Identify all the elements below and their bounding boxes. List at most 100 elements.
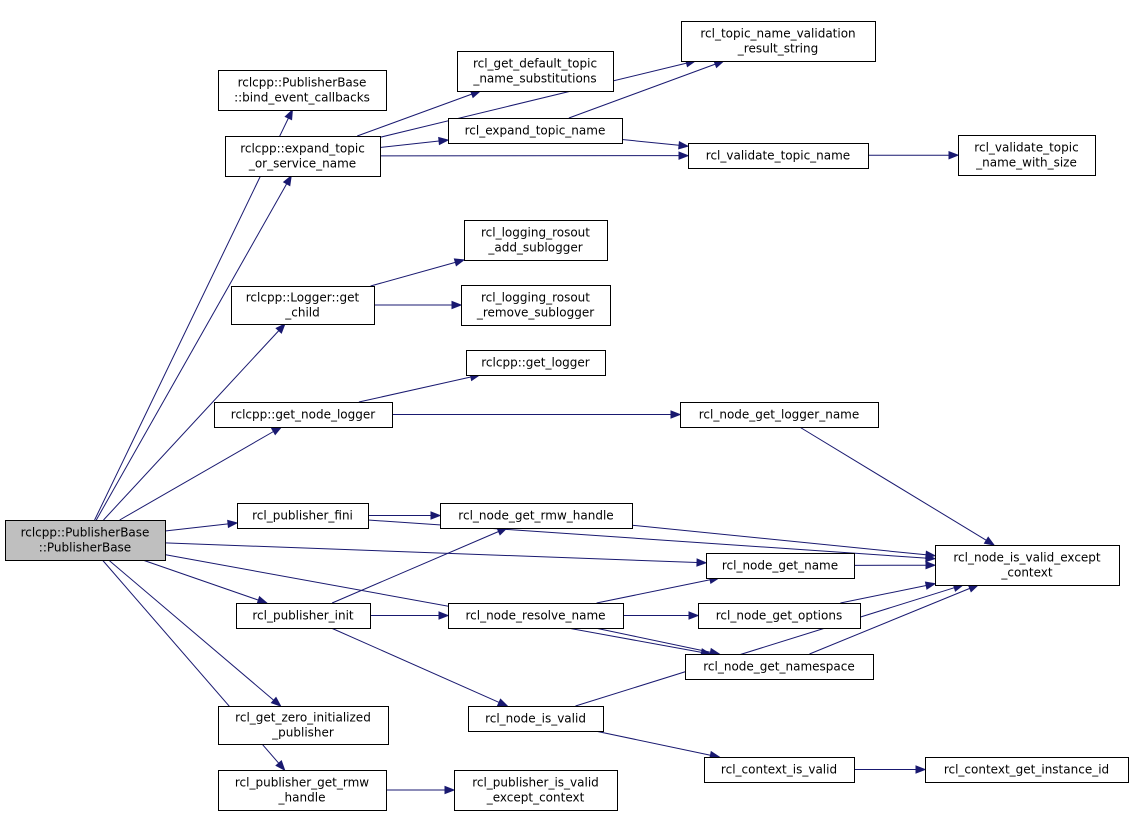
arrowhead-icon: [275, 760, 286, 772]
node-get-node-logger[interactable]: rclcpp::get_node_logger: [214, 402, 393, 428]
node-rcl-node-resolve-name[interactable]: rcl_node_resolve_name: [448, 603, 624, 629]
node-label: rcl_node_get_name: [722, 559, 838, 573]
node-expand-topic-or-service-name[interactable]: rclcpp::expand_topic_or_service_name: [225, 136, 381, 177]
edge-line: [103, 330, 280, 521]
edge-get-node-logger-to-rclcpp-get-logger: [358, 372, 481, 403]
node-rcl-context-is-valid[interactable]: rcl_context_is_valid: [704, 757, 855, 783]
node-rcl-publisher-is-valid-except-context[interactable]: rcl_publisher_is_valid_except_context: [454, 770, 618, 811]
edge-line: [142, 559, 259, 601]
node-rcl-logging-rosout-remove-sublogger[interactable]: rcl_logging_rosout_remove_sublogger: [461, 285, 611, 326]
node-rcl-publisher-get-rmw-handle[interactable]: rcl_publisher_get_rmw_handle: [218, 770, 387, 811]
node-label: rcl_logging_rosout: [481, 226, 590, 240]
edge-rcl-node-is-valid-to-rcl-node-is-valid-except-context: [575, 583, 965, 707]
node-label: rcl_node_is_valid: [485, 712, 586, 726]
node-label: rcl_publisher_init: [252, 609, 354, 623]
node-rcl-node-get-namespace[interactable]: rcl_node_get_namespace: [685, 654, 874, 680]
node-box: [448, 118, 623, 144]
node-rcl-node-is-valid[interactable]: rcl_node_is_valid: [468, 706, 604, 732]
arrowhead-icon: [678, 141, 690, 150]
node-label: rcl_publisher_fini: [252, 509, 353, 523]
edge-rcl-expand-topic-name-to-rcl-validate-topic-name: [621, 139, 690, 150]
node-label: rcl_node_resolve_name: [465, 609, 605, 623]
arrowhead-icon: [438, 136, 450, 146]
node-box: [454, 770, 618, 811]
node-rcl-context-get-instance-id[interactable]: rcl_context_get_instance_id: [925, 757, 1129, 783]
node-rcl-node-get-name[interactable]: rcl_node_get_name: [706, 553, 855, 579]
node-rcl-logging-rosout-add-sublogger[interactable]: rcl_logging_rosout_add_sublogger: [464, 220, 608, 261]
edge-rcl-context-is-valid-to-rcl-context-get-instance-id: [854, 765, 927, 774]
arrowhead-icon: [282, 174, 292, 187]
arrowhead-icon: [925, 560, 937, 570]
node-rclcpp-get-logger[interactable]: rclcpp::get_logger: [466, 350, 606, 376]
node-label: _result_string: [737, 42, 818, 56]
edge-line: [330, 627, 500, 703]
node-rcl-node-get-rmw-handle[interactable]: rcl_node_get_rmw_handle: [440, 503, 633, 529]
node-rcl-get-zero-initialized-publisher[interactable]: rcl_get_zero_initialized_publisher: [218, 706, 389, 745]
node-box: [214, 402, 393, 428]
arrowhead-icon: [453, 258, 466, 267]
edge-line: [575, 587, 955, 707]
node-box: [704, 757, 855, 783]
node-label: _child: [284, 306, 320, 320]
edge-line: [108, 559, 275, 701]
edge-line: [164, 554, 702, 653]
node-rcl-publisher-init[interactable]: rcl_publisher_init: [236, 603, 371, 629]
edge-rcl-node-resolve-name-to-rcl-node-get-name: [596, 575, 721, 604]
node-label: _handle: [278, 791, 326, 805]
node-label: _context: [1000, 566, 1053, 580]
node-label: rcl_publisher_get_rmw: [235, 776, 369, 790]
node-label: rcl_expand_topic_name: [465, 124, 606, 138]
node-label: rcl_get_zero_initialized: [235, 711, 371, 725]
node-rcl-node-get-options[interactable]: rcl_node_get_options: [698, 603, 861, 629]
node-bind-event-callbacks[interactable]: rclcpp::PublisherBase::bind_event_callba…: [218, 70, 387, 111]
node-rcl-validate-topic-name[interactable]: rcl_validate_topic_name: [688, 143, 869, 169]
node-rcl-node-is-valid-except-context[interactable]: rcl_node_is_valid_except_context: [935, 545, 1120, 586]
edge-line: [357, 93, 472, 137]
node-box: [685, 654, 874, 680]
node-label: rcl_node_get_rmw_handle: [458, 509, 613, 523]
node-rcl-topic-name-validation-result-string[interactable]: rcl_topic_name_validation_result_string: [681, 21, 876, 62]
node-rcl-get-default-topic-name-substitutions[interactable]: rcl_get_default_topic_name_substitutions: [457, 51, 614, 92]
arrowhead-icon: [444, 785, 456, 795]
node-label: _name_with_size: [975, 156, 1077, 170]
node-box: [706, 553, 855, 579]
node-box: [925, 757, 1129, 783]
node-box: [935, 545, 1120, 586]
node-box: [457, 51, 614, 92]
node-label: rcl_topic_name_validation: [700, 27, 855, 41]
arrowhead-icon: [270, 696, 282, 707]
edge-get-node-logger-to-rcl-node-get-logger-name: [392, 410, 682, 419]
node-box: [448, 603, 624, 629]
arrowhead-icon: [925, 550, 937, 559]
node-rcl-publisher-fini[interactable]: rcl_publisher_fini: [237, 503, 369, 529]
arrowhead-icon: [915, 765, 927, 774]
node-box: [461, 285, 611, 326]
node-logger-get-child[interactable]: rclcpp::Logger::get_child: [231, 286, 375, 325]
edge-root-to-logger-get-child: [103, 322, 286, 521]
node-rcl-expand-topic-name[interactable]: rcl_expand_topic_name: [448, 118, 623, 144]
edge-line: [164, 523, 229, 532]
edge-rcl-node-get-options-to-rcl-node-is-valid-except-context: [840, 581, 937, 604]
node-rcl-validate-topic-name-with-size[interactable]: rcl_validate_topic_name_with_size: [958, 135, 1096, 176]
node-label: _name_substitutions: [472, 72, 596, 86]
node-box: [468, 706, 604, 732]
edge-line: [94, 117, 289, 521]
arrowhead-icon: [983, 536, 996, 546]
arrowhead-icon: [678, 151, 690, 160]
node-box: [466, 350, 606, 376]
arrowhead-icon: [924, 581, 937, 590]
node-rcl-node-get-logger-name[interactable]: rcl_node_get_logger_name: [680, 402, 879, 428]
node-label: rcl_publisher_is_valid: [472, 776, 599, 790]
node-label: rcl_node_is_valid_except: [953, 551, 1101, 565]
node-root: rclcpp::PublisherBase::PublisherBase: [5, 520, 166, 561]
edge-root-to-rcl-get-zero-initialized-publisher: [108, 559, 282, 707]
node-box: [680, 402, 879, 428]
edge-rcl-node-resolve-name-to-rcl-node-get-options: [623, 611, 700, 620]
node-label: rcl_validate_topic_name: [706, 149, 850, 163]
node-box: [464, 220, 608, 261]
node-box: [218, 70, 387, 111]
edge-line: [370, 261, 456, 287]
node-box: [237, 503, 369, 529]
edge-rcl-validate-topic-name-to-rcl-validate-topic-name-with-size: [867, 150, 960, 160]
node-label: rcl_context_is_valid: [721, 763, 837, 777]
